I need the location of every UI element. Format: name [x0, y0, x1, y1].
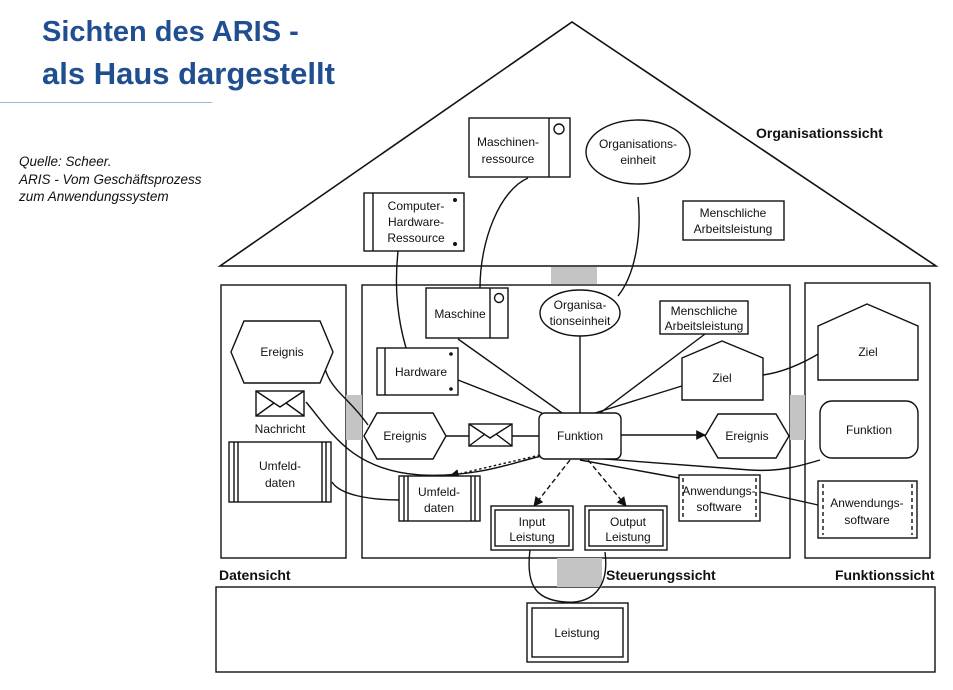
connector-bottom — [557, 558, 602, 587]
steuerung-maschine-label: Maschine — [434, 307, 486, 321]
steuerung-anwendungssoftware-l1: Anwendungs- — [682, 484, 755, 498]
steuerung-menschliche-l1: Menschliche — [671, 304, 738, 318]
page-title-line-1: Sichten des ARIS - — [42, 16, 299, 48]
source-line-3: zum Anwendungssystem — [19, 189, 169, 204]
roof-menschliche-l2: Arbeitsleistung — [694, 222, 773, 236]
roof-computer-l2: Hardware- — [388, 215, 444, 229]
connector-right — [790, 395, 805, 440]
funktion-ziel-label: Ziel — [858, 345, 877, 359]
steuerung-umfelddaten-l1: Umfeld- — [418, 485, 460, 499]
funktion-ziel: Ziel — [817, 303, 919, 381]
steuerung-funktion-label: Funktion — [557, 429, 603, 443]
steuerung-organisationseinheit: Organisa- tionseinheit — [539, 289, 621, 337]
page-title-line-2: als Haus dargestellt — [42, 56, 335, 91]
connector-roof — [551, 267, 597, 284]
connection-lines — [305, 177, 821, 603]
daten-ereignis-label: Ereignis — [260, 345, 303, 359]
steuerung-maschine: Maschine — [425, 287, 509, 339]
steuerung-funktion: Funktion — [538, 412, 622, 460]
steuerung-menschliche-arbeitsleistung: Menschliche Arbeitsleistung — [659, 300, 749, 335]
roof-organisationseinheit-l1: Organisations- — [599, 137, 677, 151]
roof-maschinenressource-l2: ressource — [482, 152, 535, 166]
steuerung-umfelddaten: Umfeld- daten — [398, 475, 481, 522]
section-funktionssicht: Funktionssicht — [835, 567, 935, 583]
steuerung-input-l1: Input — [519, 515, 546, 529]
source-line-2: ARIS - Vom Geschäftsprozess — [19, 171, 202, 187]
daten-nachricht-label: Nachricht — [255, 422, 306, 436]
funktion-anwendungssoftware-l2: software — [844, 513, 890, 527]
steuerung-umfelddaten-l2: daten — [424, 501, 454, 515]
steuerung-output-leistung: Output Leistung — [584, 505, 668, 551]
funktion-anwendungssoftware-l1: Anwendungs- — [830, 496, 903, 510]
steuerung-ereignis-in: Ereignis — [363, 412, 447, 460]
connector-left — [346, 395, 362, 440]
title-underline — [0, 102, 212, 103]
section-organisationssicht: Organisationssicht — [756, 125, 883, 141]
source-line-1: Quelle: Scheer. — [19, 154, 112, 169]
section-datensicht: Datensicht — [219, 567, 291, 583]
steuerung-ereignis-in-label: Ereignis — [383, 429, 426, 443]
steuerung-menschliche-l2: Arbeitsleistung — [665, 319, 744, 333]
daten-nachricht: Nachricht — [255, 390, 306, 436]
roof-computer-l3: Ressource — [387, 231, 445, 245]
section-steuerungssicht: Steuerungssicht — [606, 567, 716, 583]
funktion-funktion-label: Funktion — [846, 423, 892, 437]
steuerung-input-l2: Leistung — [509, 530, 554, 544]
steuerung-nachricht-icon — [468, 423, 513, 447]
roof-organisationseinheit-l2: einheit — [620, 153, 656, 167]
daten-umfelddaten-l2: daten — [265, 476, 295, 490]
steuerung-orga-l1: Organisa- — [554, 298, 607, 312]
roof-menschliche-l1: Menschliche — [700, 206, 767, 220]
steuerung-output-l1: Output — [610, 515, 647, 529]
steuerung-hardware: Hardware — [376, 347, 459, 396]
steuerung-orga-l2: tionseinheit — [550, 314, 611, 328]
roof-computer-l1: Computer- — [388, 199, 445, 213]
funktion-funktion: Funktion — [819, 400, 919, 459]
steuerung-output-l2: Leistung — [605, 530, 650, 544]
roof-computer-hardware-ressource: Computer- Hardware- Ressource — [363, 192, 465, 252]
steuerung-hardware-label: Hardware — [395, 365, 447, 379]
steuerung-ereignis-out-label: Ereignis — [725, 429, 768, 443]
daten-ereignis: Ereignis — [230, 320, 334, 384]
funktion-anwendungssoftware: Anwendungs- software — [817, 480, 918, 539]
steuerung-input-leistung: Input Leistung — [490, 505, 574, 551]
steuerung-ereignis-out: Ereignis — [704, 413, 790, 459]
roof-maschinenressource: Maschinen- ressource — [468, 117, 571, 178]
daten-umfelddaten: Umfeld- daten — [228, 441, 332, 503]
daten-umfelddaten-l1: Umfeld- — [259, 459, 301, 473]
leistung-label: Leistung — [554, 626, 599, 640]
roof-outline — [217, 21, 939, 267]
source-citation: Quelle: Scheer. ARIS - Vom Geschäftsproz… — [19, 153, 202, 206]
roof-maschinenressource-l1: Maschinen- — [477, 135, 539, 149]
steuerung-anwendungssoftware-l2: software — [696, 500, 742, 514]
steuerung-ziel-label: Ziel — [712, 371, 731, 385]
roof-menschliche-arbeitsleistung: Menschliche Arbeitsleistung — [682, 200, 785, 241]
steuerung-ziel: Ziel — [681, 340, 764, 401]
steuerung-anwendungssoftware: Anwendungs- software — [678, 474, 761, 522]
roof-organisationseinheit: Organisations- einheit — [585, 119, 691, 185]
leistung-box: Leistung — [526, 602, 629, 663]
